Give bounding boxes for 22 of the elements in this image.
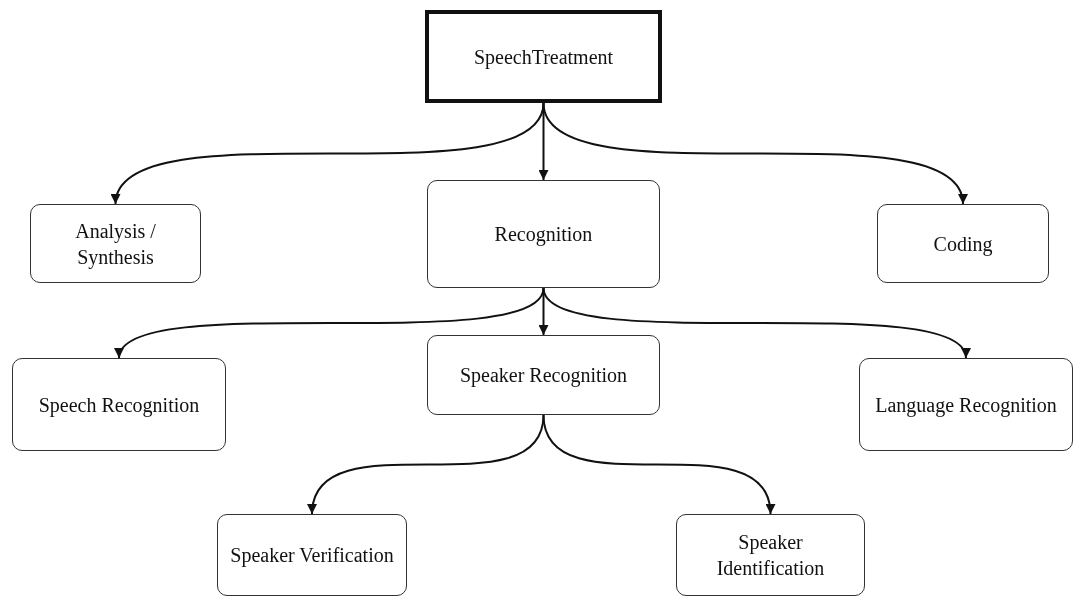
process-box: [30, 204, 201, 283]
process-box: [12, 358, 226, 451]
process-box: [877, 204, 1049, 283]
process-box: [427, 335, 660, 415]
process-box: [427, 180, 660, 288]
box-label: Speaker Verification: [230, 543, 394, 568]
box-label: Speaker Recognition: [459, 363, 628, 388]
process-box: [425, 10, 662, 103]
box-label: Speech Recognition: [38, 392, 200, 418]
box-label: Coding: [933, 231, 993, 257]
box-label: Analysis / Synthesis: [74, 218, 157, 270]
process-box: [859, 358, 1073, 451]
arrow: [542, 414, 774, 515]
arrow: [309, 414, 545, 515]
arrow: [542, 102, 965, 205]
box-label: Language Recognition: [875, 392, 1057, 418]
box-label: SpeechTreatment: [473, 44, 614, 70]
process-box: [217, 514, 407, 596]
box-label: Speaker Identification: [715, 530, 826, 581]
process-box: [676, 514, 865, 596]
box-label: Recognition: [494, 222, 593, 247]
arrow: [114, 102, 545, 205]
